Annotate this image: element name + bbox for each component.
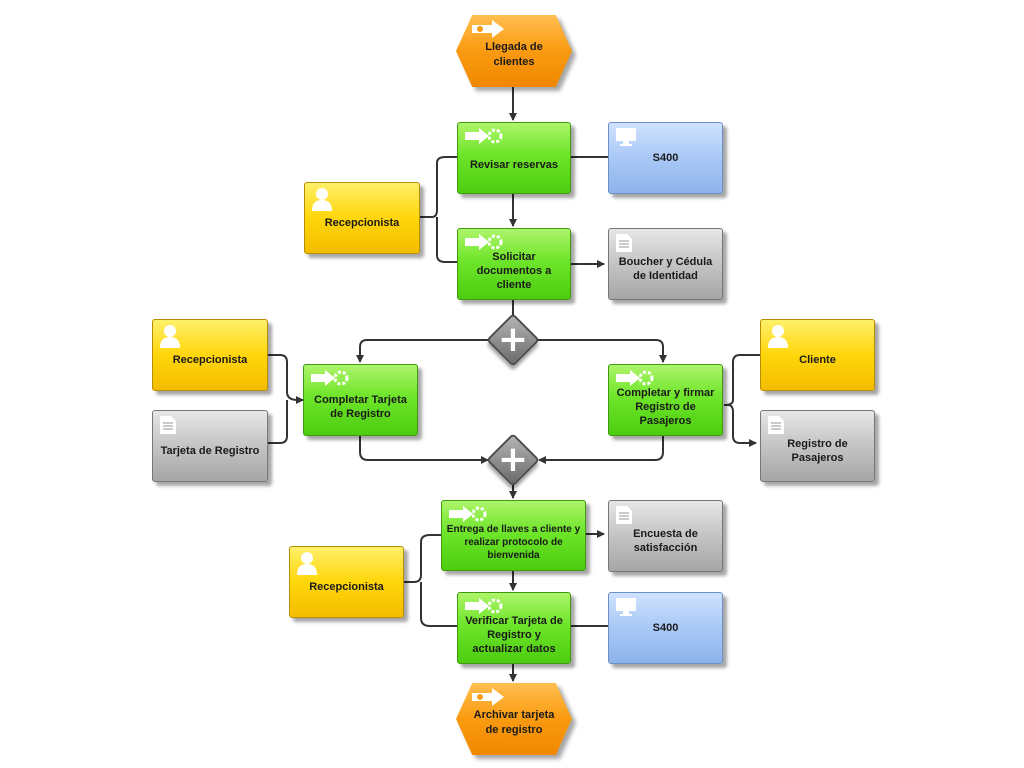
event-llegada-de-clientes[interactable]: Llegada de clientes — [456, 15, 572, 87]
plus-icon: + — [497, 439, 529, 480]
event-arrow-icon — [472, 688, 504, 706]
function-label: Completar y firmar Registro de Pasajeros — [616, 386, 715, 428]
role-recepcionista[interactable]: Recepcionista — [304, 182, 420, 254]
document-label: Encuesta de satisfacción — [633, 527, 698, 554]
flow-left-gateway2 — [359, 436, 489, 464]
function-gear-arrow-icon — [449, 506, 487, 522]
function-completar-tarjeta[interactable]: Completar Tarjeta de Registro — [303, 364, 418, 436]
system-label: S400 — [652, 621, 679, 634]
person-icon — [160, 325, 180, 348]
role-recepcionista[interactable]: Recepcionista — [289, 546, 404, 618]
document-label: Registro de Pasajeros — [787, 437, 848, 464]
document-encuesta-satisfaccion[interactable]: Encuesta de satisfacción — [608, 500, 723, 572]
role-cliente[interactable]: Cliente — [760, 319, 875, 391]
system-s400[interactable]: S400 — [608, 592, 723, 664]
link-recep1 — [420, 156, 457, 263]
event-archivar-tarjeta[interactable]: Archivar tarjeta de registro — [456, 683, 572, 755]
document-registro-de-pasajeros[interactable]: Registro de Pasajeros — [760, 410, 875, 482]
function-revisar-reservas[interactable]: Revisar reservas — [457, 122, 571, 194]
document-tarjeta-de-registro[interactable]: Tarjeta de Registro — [152, 410, 268, 482]
role-label: Recepcionista — [324, 216, 400, 229]
plus-icon: + — [497, 319, 529, 360]
function-label: Verificar Tarjeta de Registro y actualiz… — [465, 614, 563, 656]
event-label: Llegada de clientes — [485, 41, 543, 68]
document-icon — [616, 506, 632, 524]
function-label: Solicitar documentos a cliente — [476, 250, 552, 292]
function-solicitar-documentos[interactable]: Solicitar documentos a cliente — [457, 228, 571, 300]
function-verificar-tarjeta[interactable]: Verificar Tarjeta de Registro y actualiz… — [457, 592, 571, 664]
person-icon — [297, 552, 317, 575]
document-icon — [616, 234, 632, 252]
link-cliente — [723, 354, 760, 406]
document-icon — [160, 416, 176, 434]
person-icon — [768, 325, 788, 348]
link-tarjeta-doc — [268, 400, 288, 444]
link-recep3 — [404, 534, 457, 627]
function-label: Completar Tarjeta de Registro — [314, 393, 407, 420]
function-gear-arrow-icon — [465, 128, 503, 144]
role-label: Recepcionista — [309, 580, 384, 593]
document-boucher-cedula[interactable]: Boucher y Cédula de Identidad — [608, 228, 723, 300]
system-s400[interactable]: S400 — [608, 122, 723, 194]
function-gear-arrow-icon — [616, 370, 654, 386]
function-label: Revisar reservas — [469, 158, 559, 171]
person-icon — [312, 188, 332, 211]
role-label: Recepcionista — [172, 353, 248, 366]
function-completar-firmar-registro[interactable]: Completar y firmar Registro de Pasajeros — [608, 364, 723, 436]
monitor-icon — [616, 598, 636, 616]
document-label: Boucher y Cédula de Identidad — [618, 255, 713, 282]
link-registro-doc — [724, 404, 757, 447]
role-recepcionista[interactable]: Recepcionista — [152, 319, 268, 391]
flow-right-gateway2 — [538, 436, 664, 464]
flow-gateway1-right — [535, 339, 667, 363]
monitor-icon — [616, 128, 636, 146]
document-icon — [768, 416, 784, 434]
function-gear-arrow-icon — [465, 234, 503, 250]
role-label: Cliente — [799, 353, 836, 366]
event-label: Archivar tarjeta de registro — [473, 709, 555, 736]
link-recep2 — [268, 354, 304, 404]
function-gear-arrow-icon — [311, 370, 349, 386]
document-label: Tarjeta de Registro — [160, 444, 260, 457]
event-arrow-icon — [472, 20, 504, 38]
flow-gateway1-left — [356, 339, 491, 363]
function-entrega-de-llaves[interactable]: Entrega de llaves a cliente y realizar p… — [441, 500, 586, 571]
function-gear-arrow-icon — [465, 598, 503, 614]
function-label: Entrega de llaves a cliente y realizar p… — [446, 524, 581, 561]
system-label: S400 — [652, 151, 679, 164]
